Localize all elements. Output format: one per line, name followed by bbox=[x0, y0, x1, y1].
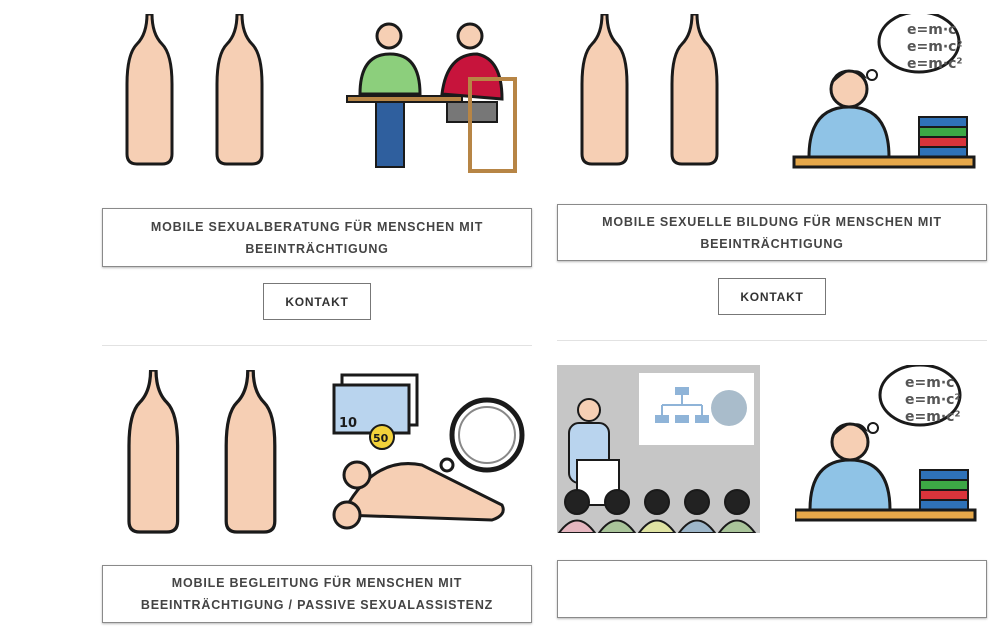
service-title-education: MOBILE SEXUELLE BILDUNG FÜR MENSCHEN MIT… bbox=[557, 204, 987, 261]
svg-text:e=m·c: e=m·c bbox=[905, 375, 954, 391]
divider bbox=[102, 345, 532, 346]
service-title-counseling: MOBILE SEXUALBERATUNG FÜR MENSCHEN MIT B… bbox=[102, 208, 532, 267]
svg-text:e=m·c²: e=m·c² bbox=[905, 409, 961, 425]
illustration-presentation bbox=[557, 365, 760, 533]
svg-text:e=m·c²: e=m·c² bbox=[907, 39, 963, 55]
svg-text:e=m·c²: e=m·c² bbox=[905, 392, 961, 408]
illustration-student: e=m·c e=m·c² e=m·c² bbox=[795, 365, 977, 522]
svg-text:10: 10 bbox=[339, 416, 357, 431]
service-title-assistance: MOBILE BEGLEITUNG FÜR MENSCHEN MIT BEEIN… bbox=[102, 565, 532, 623]
contact-button-counseling[interactable]: KONTAKT bbox=[263, 283, 371, 320]
svg-text:50: 50 bbox=[373, 432, 389, 445]
divider bbox=[557, 340, 987, 341]
service-title-empty bbox=[557, 560, 987, 618]
illustration-counseling bbox=[125, 14, 517, 173]
illustration-education: e=m·c e=m·c² e=m·c² bbox=[580, 14, 976, 169]
svg-text:e=m·c: e=m·c bbox=[907, 22, 956, 38]
illustration-assistance: 10 50 bbox=[127, 370, 525, 534]
contact-button-education[interactable]: KONTAKT bbox=[718, 278, 826, 315]
svg-text:e=m·c²: e=m·c² bbox=[907, 56, 963, 72]
